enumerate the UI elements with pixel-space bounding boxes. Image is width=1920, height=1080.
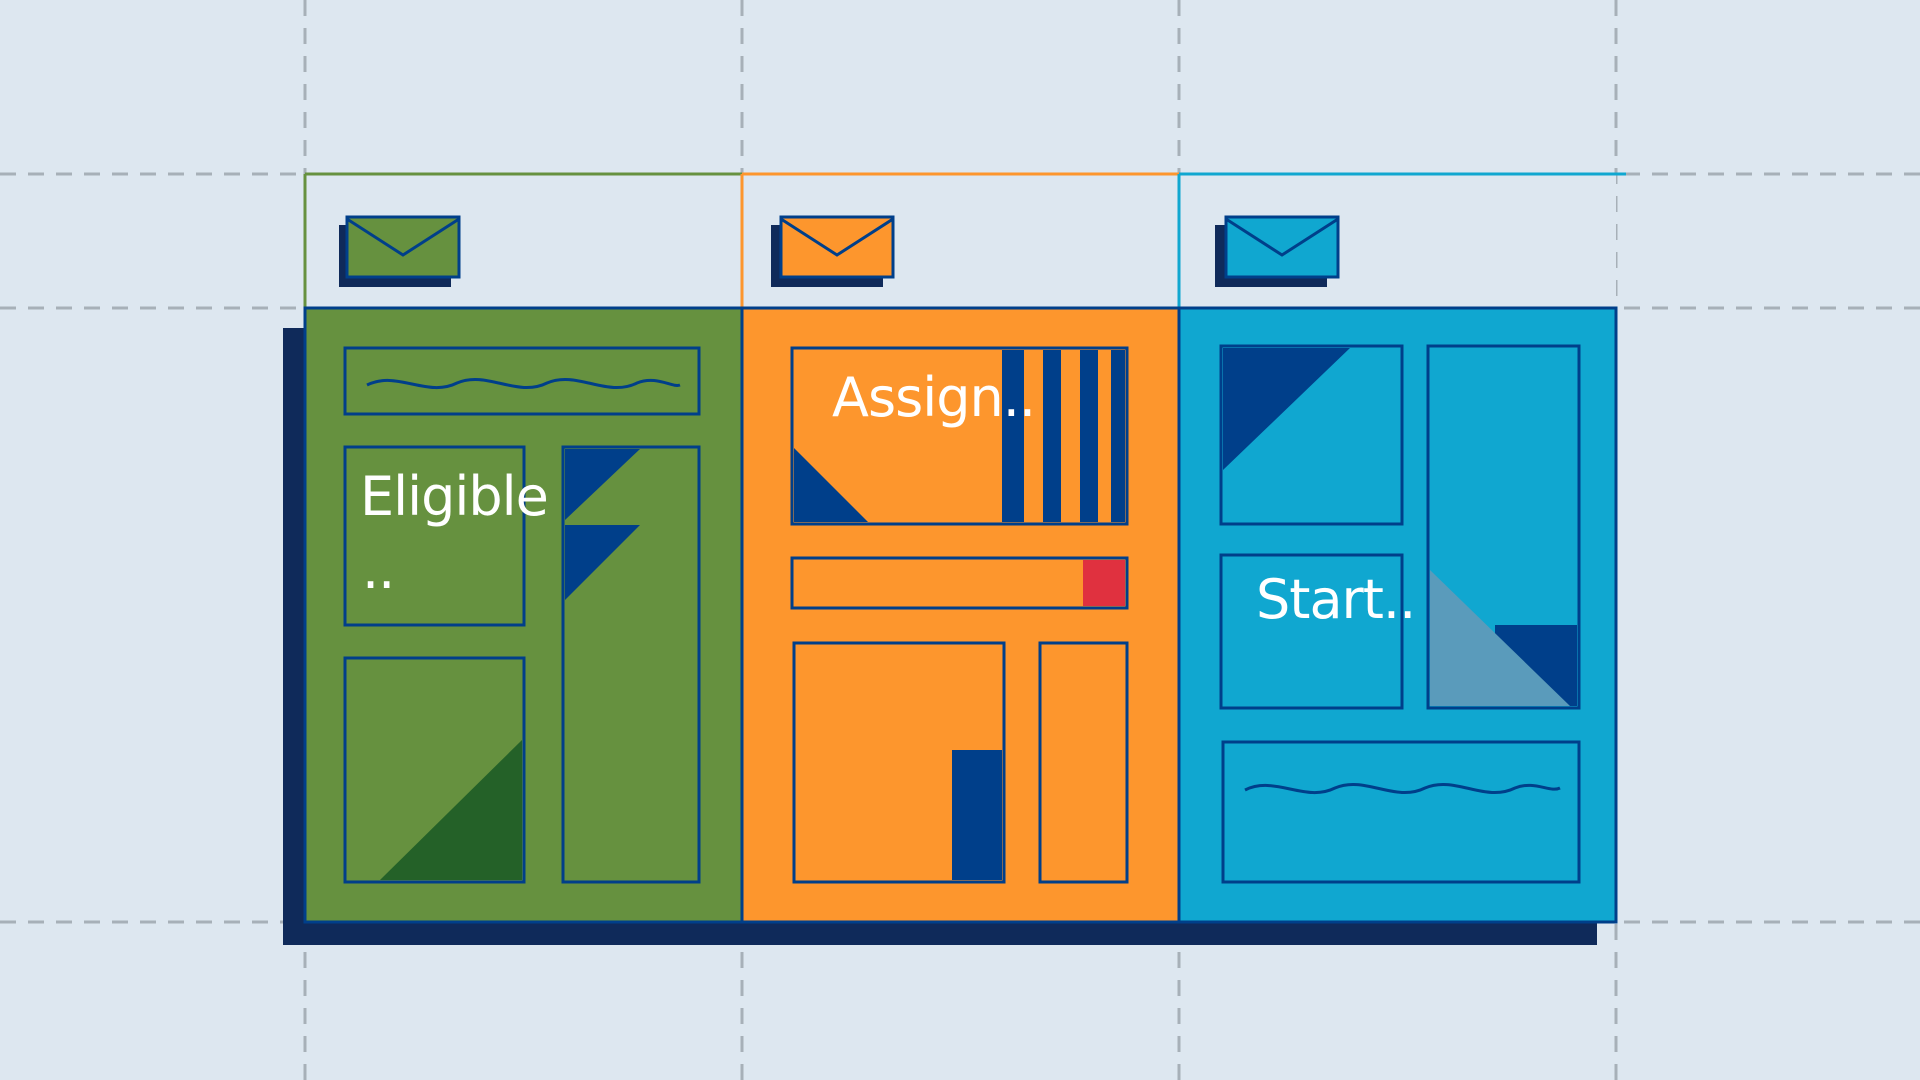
envelope-icon bbox=[771, 215, 895, 287]
wavy-line bbox=[1244, 782, 1561, 794]
progress-bar bbox=[790, 556, 1129, 610]
progress-bar-end bbox=[1083, 560, 1125, 606]
shape-accent bbox=[794, 448, 868, 522]
panel-eligible: Eligible .. bbox=[303, 306, 744, 924]
shape-accent bbox=[380, 740, 522, 880]
envelope-icon bbox=[339, 215, 461, 287]
shape-accent bbox=[565, 525, 640, 600]
header-strip bbox=[303, 172, 1626, 308]
shape-accent bbox=[1223, 348, 1350, 470]
panel-sublabel-eligible: .. bbox=[362, 538, 394, 601]
wavy-line bbox=[366, 377, 681, 389]
panel-assign: Assign.. bbox=[740, 306, 1181, 924]
panel-label-start: Start.. bbox=[1256, 568, 1415, 631]
shape-accent bbox=[565, 449, 640, 520]
shape-accent bbox=[1430, 570, 1570, 706]
panel-label-eligible: Eligible bbox=[360, 465, 548, 528]
panel-start: Start.. bbox=[1177, 306, 1618, 924]
envelope-icon bbox=[1215, 215, 1340, 287]
shape-accent bbox=[952, 750, 1002, 880]
panel-label-assign: Assign.. bbox=[832, 366, 1035, 429]
panel-dividers bbox=[740, 308, 1181, 922]
vertical-bars bbox=[1002, 350, 1125, 522]
